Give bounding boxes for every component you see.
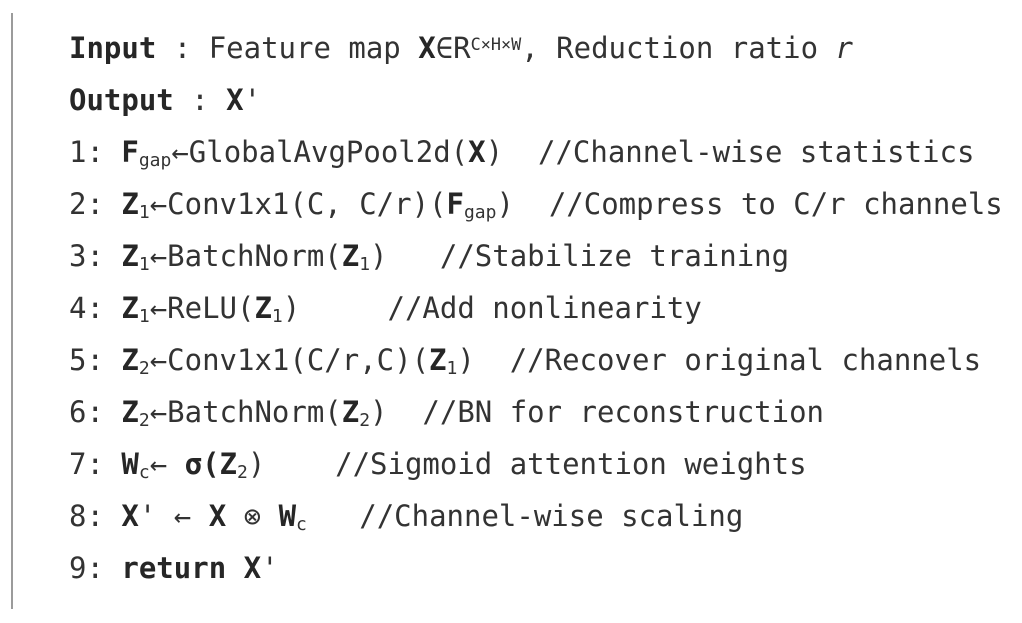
algorithm-line-step-9: 9: return X' — [69, 551, 279, 585]
algorithm-line-step-8: 8: X' ← X ⊗ Wc //Channel-wise scaling — [69, 499, 744, 535]
algorithm-line-step-2: 2: Z1←Conv1x1(C, C/r)(Fgap) //Compress t… — [69, 187, 1003, 223]
algorithm-line-step-5: 5: Z2←Conv1x1(C/r,C)(Z1) //Recover origi… — [69, 343, 982, 379]
algorithm-line-step-3: 3: Z1←BatchNorm(Z1) //Stabilize training — [69, 239, 790, 275]
algorithm-block: Input : Feature map X∈RC×H×W, Reduction … — [69, 22, 1003, 594]
algorithm-line-step-7: 7: Wc← σ(Z2) //Sigmoid attention weights — [69, 447, 807, 483]
blockquote-left-rule — [11, 13, 13, 609]
algorithm-line-step-6: 6: Z2←BatchNorm(Z2) //BN for reconstruct… — [69, 395, 824, 431]
algorithm-line-step-1: 1: Fgap←GlobalAvgPool2d(X) //Channel-wis… — [69, 135, 975, 171]
algorithm-line-input-line: Input : Feature map X∈RC×H×W, Reduction … — [69, 31, 853, 65]
algorithm-line-output-line: Output : X' — [69, 83, 262, 117]
algorithm-line-step-4: 4: Z1←ReLU(Z1) //Add nonlinearity — [69, 291, 702, 327]
